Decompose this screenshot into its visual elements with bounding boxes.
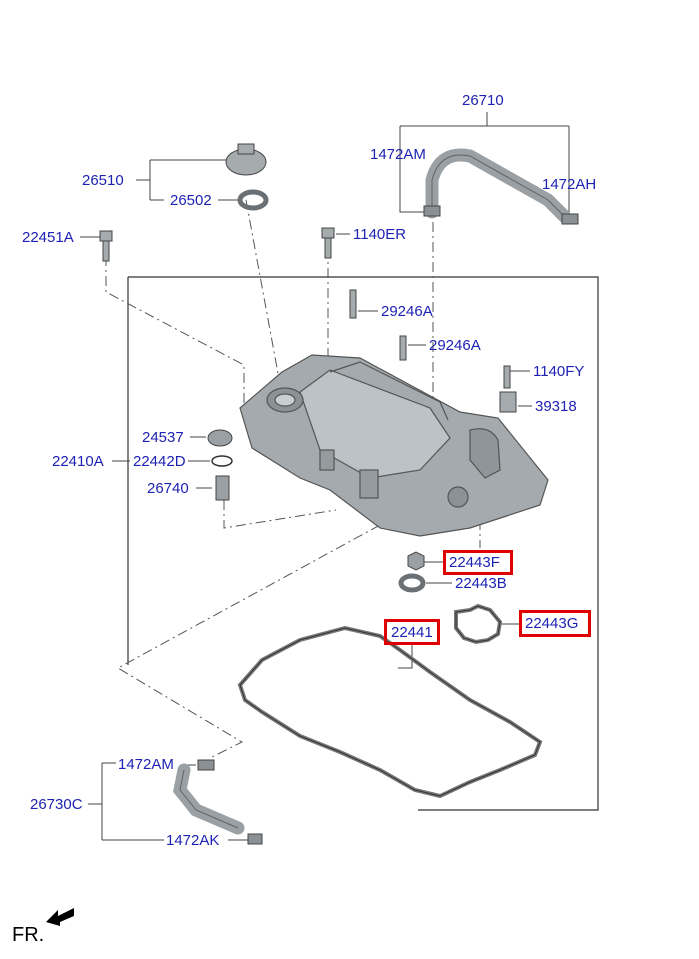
label-1472AM-top: 1472AM: [370, 146, 426, 163]
label-29246A-1: 29246A: [381, 303, 433, 320]
oring-22442D: [211, 455, 233, 467]
label-39318: 39318: [535, 398, 577, 415]
label-22443F: 22443F: [449, 554, 500, 571]
stud-29246A-2: [399, 335, 407, 361]
pcv-valve-26740: [215, 475, 230, 501]
highlight-22443F: [443, 550, 513, 575]
label-1472AH: 1472AH: [542, 176, 597, 193]
bolt-1140FY: [503, 365, 511, 389]
nut-22443F: [407, 551, 425, 571]
sensor-39318: [499, 391, 517, 413]
front-arrow-icon: [46, 908, 74, 926]
label-26730C: 26730C: [30, 796, 83, 813]
label-26740: 26740: [147, 480, 189, 497]
highlight-22441: [384, 619, 440, 645]
label-1472AK: 1472AK: [166, 832, 220, 849]
label-1140ER: 1140ER: [353, 226, 407, 243]
clamp-1472AK: [247, 833, 263, 845]
label-1472AM-bottom: 1472AM: [118, 756, 174, 773]
label-22442D: 22442D: [133, 453, 186, 470]
leader-lines: [80, 112, 570, 841]
oil-filler-cap: [225, 143, 267, 176]
label-24537: 24537: [142, 429, 184, 446]
label-1140FY: 1140FY: [533, 363, 585, 380]
stud-29246A-1: [349, 289, 357, 319]
hose-26730C: [173, 763, 245, 835]
label-22451A: 22451A: [22, 229, 74, 246]
assembly-frame: [128, 276, 599, 811]
cylinder-head-cover: [239, 354, 549, 537]
highlight-22443G: [519, 610, 591, 637]
label-26510: 26510: [82, 172, 124, 189]
label-22441: 22441: [391, 624, 433, 641]
gasket-22441: [237, 625, 543, 799]
clamp-1472AM-top: [423, 205, 441, 217]
label-22410A: 22410A: [52, 453, 104, 470]
cap-gasket: [237, 189, 269, 211]
label-22443G: 22443G: [525, 615, 579, 632]
bolt-22451A: [99, 230, 113, 262]
clamp-1472AM-bottom: [197, 759, 215, 771]
label-22443B: 22443B: [455, 575, 507, 592]
clamp-1472AH: [561, 213, 579, 225]
plug-24537: [207, 429, 233, 447]
seal-22443B: [398, 573, 426, 593]
front-indicator-label: FR.: [12, 924, 45, 946]
label-26710: 26710: [462, 92, 504, 109]
dashed-lines: [105, 199, 481, 759]
label-29246A-2: 29246A: [429, 337, 481, 354]
label-26502: 26502: [170, 192, 212, 209]
bolt-1140ER: [321, 227, 335, 259]
